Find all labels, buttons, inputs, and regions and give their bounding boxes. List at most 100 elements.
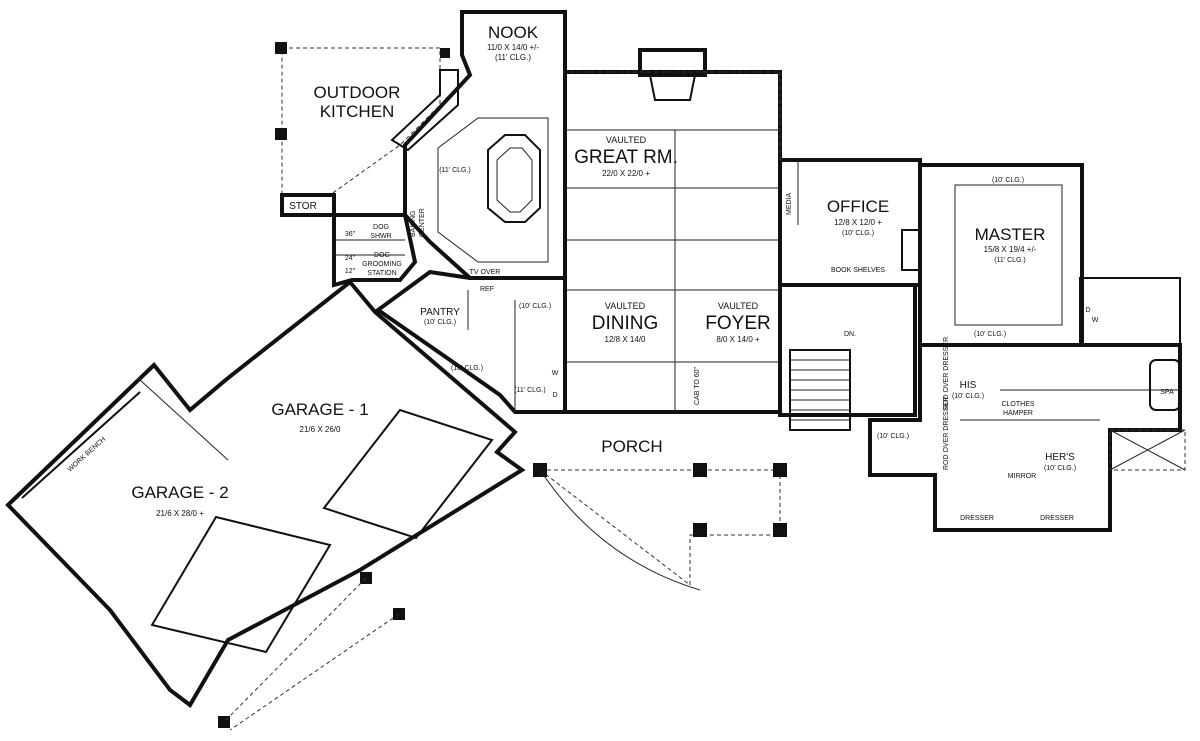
garage1-label: GARAGE - 1 (271, 400, 368, 419)
hers-label: HER'S (1045, 452, 1075, 463)
pantry-label: PANTRY (420, 307, 460, 318)
trellis-line-1 (223, 577, 367, 723)
shower (1109, 429, 1186, 471)
kitchen-island (487, 134, 541, 223)
stor-box (280, 193, 336, 217)
dim-24: 24" (345, 255, 356, 262)
ref-label: REF (480, 286, 494, 293)
dog-groom-2: GROOMING (362, 261, 402, 268)
nook-dims: 11/0 X 14/0 +/- (487, 43, 539, 52)
outdoor-counter (390, 69, 459, 152)
mirror-label: MIRROR (1008, 473, 1036, 480)
post-p4 (693, 523, 707, 537)
post-p2 (693, 463, 707, 477)
nook-ceiling: (11' CLG.) (495, 53, 531, 62)
post-ok-3 (440, 48, 450, 58)
porch-label: PORCH (601, 437, 662, 456)
office-label: OFFICE (827, 197, 889, 216)
tv-over-label: TV OVER (470, 269, 501, 276)
outdoor-kitchen-label-1: OUTDOOR (314, 83, 401, 102)
dim-36: 36" (345, 231, 356, 238)
great-room-dims: 22/0 X 22/0 + (602, 169, 650, 178)
baking-1: BAKING (410, 211, 417, 237)
spa-label: SPA (1160, 389, 1174, 396)
office-ceiling: (10' CLG.) (842, 230, 874, 237)
great-room-vault: VAULTED (606, 135, 647, 145)
dn-label: DN. (844, 331, 856, 338)
office-fireplace (901, 229, 921, 271)
clg-11-hall: (11' CLG.) (514, 387, 546, 394)
dining-label: DINING (592, 313, 659, 334)
fireplace (638, 48, 707, 77)
clg-10-b: (10' CLG.) (451, 365, 483, 372)
dim-12: 12" (345, 268, 356, 275)
garage-door-1 (322, 408, 494, 540)
porch-outline (538, 469, 781, 587)
foyer-dims: 8/0 X 14/0 + (716, 335, 760, 344)
post-p3 (773, 463, 787, 477)
work-bench-line (21, 391, 141, 499)
post-p5 (773, 523, 787, 537)
garage-divider (139, 379, 229, 461)
spa-tub (1149, 359, 1181, 411)
d-left: D (552, 392, 557, 399)
garage2-dims: 21/6 X 28/0 + (156, 509, 204, 518)
master-ceiling-bottom: (10' CLG.) (974, 331, 1006, 338)
master-label: MASTER (975, 225, 1046, 244)
hamper-2: HAMPER (1003, 410, 1033, 417)
w-right: W (1092, 317, 1099, 324)
master-closet-upper (1079, 277, 1181, 346)
pantry-block (374, 269, 567, 414)
master-ceiling-top: (10' CLG.) (992, 177, 1024, 184)
garage-door-2 (150, 515, 332, 654)
media-label: MEDIA (786, 193, 793, 216)
dining-vault: VAULTED (605, 301, 646, 311)
foyer-vault: VAULTED (718, 301, 759, 311)
nook-label: NOOK (488, 23, 539, 42)
post-ok-2 (275, 128, 287, 140)
his-ceiling: (10' CLG.) (952, 393, 984, 400)
outdoor-kitchen-outline (281, 47, 441, 196)
master-outline (918, 163, 1084, 347)
island-inner (496, 147, 533, 213)
nook-outline (403, 10, 567, 280)
master-dims: 15/8 X 19/4 +/- (984, 245, 1037, 254)
baking-2: CENTER (419, 208, 426, 237)
stor-label: STOR (289, 201, 317, 212)
rod-over-dresser-2: ROD OVER DRESSER (943, 397, 950, 470)
d-right: D (1085, 307, 1090, 314)
pantry-ceiling: (10' CLG.) (424, 319, 456, 326)
master-inner (954, 184, 1063, 326)
shower-x2 (1109, 429, 1186, 471)
garage-outline (5, 279, 526, 708)
nook-inner (437, 117, 549, 263)
dog-groom-1: DOG (374, 252, 390, 259)
great-room-outline (563, 70, 782, 414)
walk-curve (539, 469, 701, 591)
dresser-1: DRESSER (960, 515, 994, 522)
garage2-label: GARAGE - 2 (131, 483, 228, 502)
rod-over-dresser-1: ROD OVER DRESSER (943, 337, 950, 410)
master-ceiling: (11' CLG.) (994, 257, 1026, 264)
his-label: HIS (960, 380, 977, 391)
foyer-label: FOYER (705, 313, 770, 334)
dog-shwr-label-2: SHWR (370, 233, 391, 240)
post-ok-1 (275, 42, 287, 54)
office-dims: 12/8 X 12/0 + (834, 218, 882, 227)
hamper-1: CLOTHES (1001, 401, 1034, 408)
dog-groom-3: STATION (367, 270, 396, 277)
book-shelves-label: BOOK SHELVES (831, 267, 885, 274)
dog-area (332, 213, 418, 288)
trellis-line-2 (229, 613, 400, 731)
hearth (648, 74, 697, 101)
dresser-2: DRESSER (1040, 515, 1074, 522)
outdoor-kitchen-label-2: KITCHEN (320, 102, 395, 121)
w-left: W (552, 370, 559, 377)
nook-inner-ceiling: (11' CLG.) (439, 167, 471, 174)
dining-dims: 12/8 X 14/0 (605, 335, 646, 344)
garage1-dims: 21/6 X 26/0 (300, 425, 341, 434)
cab-to-60-label: CAB TO 60" (694, 366, 701, 405)
hers-ceiling: (10' CLG.) (1044, 465, 1076, 472)
great-room-label: GREAT RM. (574, 147, 678, 168)
